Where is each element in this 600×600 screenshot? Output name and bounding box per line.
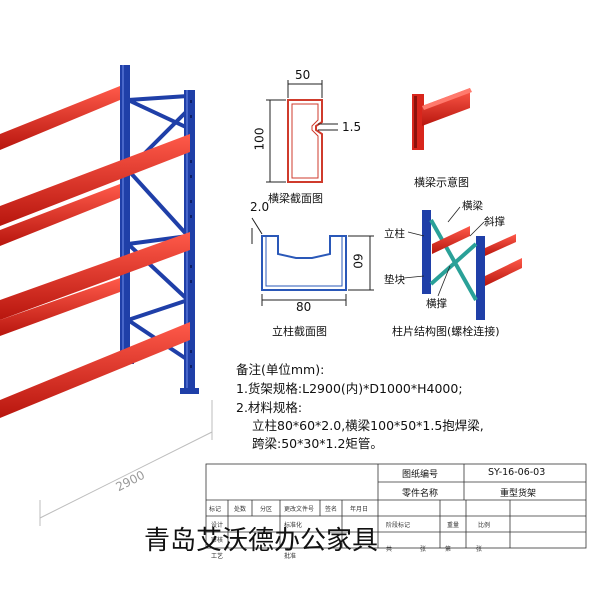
rev-header-0: 标记 (209, 506, 222, 513)
frame-structure-title: 柱片结构图(螺栓连接) (392, 325, 500, 338)
row4-5: 张 (476, 546, 483, 553)
rack-bracing (126, 94, 190, 362)
rev-header-4: 签名 (325, 506, 338, 513)
watermark-text: 青岛艾沃德办公家具 (144, 526, 379, 556)
frame-label-upright: 立柱 (384, 228, 405, 240)
part-name: 重型货架 (500, 489, 537, 499)
upright-thickness-value: 2.0 (250, 200, 270, 214)
notes-heading: 备注(单位mm): (236, 362, 325, 377)
row2-3: 重量 (447, 522, 460, 529)
row4-2: 共 (386, 546, 393, 553)
rev-header-2: 分区 (260, 506, 273, 513)
drawing-no: SY-16-06-03 (488, 467, 546, 478)
upright-section-drawing (251, 217, 374, 306)
row2-1: 标准化 (284, 522, 303, 529)
row4-3: 张 (420, 546, 427, 553)
beam-1 (0, 86, 120, 150)
frame-label-brace: 横撑 (426, 298, 447, 310)
rev-header-5: 年月日 (350, 506, 369, 513)
beam-thickness-value: 1.5 (342, 120, 362, 134)
beam-2 (0, 134, 190, 226)
beam-6 (0, 322, 190, 418)
upright-holes (190, 100, 192, 368)
rack-beams (0, 86, 190, 418)
beam-width-value: 50 (295, 68, 311, 82)
frame-label-diagonal: 斜撑 (484, 216, 505, 228)
frame-label-pad: 垫块 (384, 274, 405, 286)
rev-header-1: 处数 (234, 506, 247, 513)
beam-section-drawing (266, 80, 338, 183)
notes-line-1: 1.货架规格:L2900(内)*D1000*H4000; (236, 381, 463, 396)
part-name-label: 零件名称 (402, 489, 439, 499)
row2-0: 设计 (211, 522, 224, 529)
row2-4: 比例 (478, 522, 491, 529)
notes-line-4: 跨梁:50*30*1.2矩管。 (252, 436, 383, 451)
beam-sketch-title: 横梁示意图 (414, 176, 469, 189)
frame-label-beam: 横梁 (462, 200, 483, 212)
rev-header-3: 更改文件号 (284, 506, 315, 513)
row3-0: 审核 (211, 537, 224, 544)
beam-5 (0, 278, 120, 336)
row4-4: 第 (445, 546, 452, 553)
notes-line-3: 立柱80*60*2.0,横梁100*50*1.5抱焊梁, (252, 418, 484, 433)
notes-line-2: 2.材料规格: (236, 400, 303, 415)
row4-1: 批准 (284, 553, 297, 560)
upright-width-value: 80 (296, 300, 312, 314)
rack-width-dimension (39, 400, 213, 526)
beam-section-title: 横梁截面图 (268, 192, 323, 205)
frame-structure-drawing (403, 206, 522, 320)
row4-0: 工艺 (211, 553, 224, 560)
row2-2: 阶段标记 (386, 522, 411, 529)
upright-section-title: 立柱截面图 (272, 325, 327, 338)
upright-height-value: 60 (350, 253, 365, 269)
beam-height-value: 100 (252, 127, 267, 151)
drawing-no-label: 图纸编号 (402, 470, 439, 480)
beam-sketch-drawing (412, 88, 472, 150)
beam-3 (0, 184, 120, 246)
beam-4 (0, 232, 190, 320)
title-block (205, 463, 587, 549)
